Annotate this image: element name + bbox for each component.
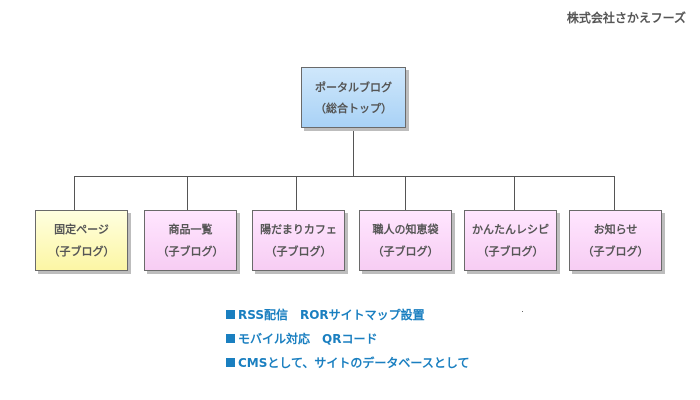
portal-blog-subtitle: （総合トップ） [315, 101, 392, 115]
feature-item: モバイル対応 QRコード [226, 330, 469, 354]
child-node-name: 固定ページ [54, 222, 109, 236]
connector-trunk [353, 128, 354, 176]
child-node-news: お知らせ （子ブログ） [569, 210, 662, 271]
child-node-name: 職人の知恵袋 [372, 222, 439, 236]
child-node-sub: （子ブログ） [477, 244, 544, 258]
child-node-name: 商品一覧 [168, 222, 213, 236]
portal-blog-node: ポータルブログ （総合トップ） [301, 67, 406, 128]
child-node-sub: （子ブログ） [48, 244, 115, 258]
feature-list: RSS配信 RORサイトマップ設置 モバイル対応 QRコード CMSとして、サイ… [226, 306, 469, 378]
square-bullet-icon [226, 310, 235, 319]
feature-item: RSS配信 RORサイトマップ設置 [226, 306, 469, 330]
square-bullet-icon [226, 358, 235, 367]
connector-drop-6 [614, 176, 615, 210]
child-node-sub: （子ブログ） [372, 244, 439, 258]
connector-drop-3 [296, 176, 297, 210]
connector-drop-2 [187, 176, 188, 210]
square-bullet-icon [226, 334, 235, 343]
child-node-name: お知らせ [593, 222, 638, 236]
child-node-recipes: かんたんレシピ （子ブログ） [464, 210, 557, 271]
child-node-sub: （子ブログ） [265, 244, 332, 258]
connector-horizontal [74, 176, 614, 177]
stray-dot [522, 311, 523, 312]
child-node-sub: （子ブログ） [582, 244, 649, 258]
feature-text: モバイル対応 QRコード [238, 332, 378, 346]
portal-blog-title: ポータルブログ [315, 80, 392, 94]
feature-item: CMSとして、サイトのデータベースとして [226, 354, 469, 378]
child-node-fixed-page: 固定ページ （子ブログ） [35, 210, 128, 271]
feature-text: RSS配信 RORサイトマップ設置 [238, 308, 425, 322]
child-node-sub: （子ブログ） [157, 244, 224, 258]
child-node-name: かんたんレシピ [472, 222, 549, 236]
child-node-products: 商品一覧 （子ブログ） [144, 210, 237, 271]
connector-drop-5 [514, 176, 515, 210]
child-node-tips: 職人の知恵袋 （子ブログ） [359, 210, 452, 271]
connector-drop-4 [405, 176, 406, 210]
company-name: 株式会社さかえフーズ [566, 11, 686, 25]
child-node-name: 陽だまりカフェ [260, 222, 337, 236]
connector-drop-1 [74, 176, 75, 210]
child-node-cafe: 陽だまりカフェ （子ブログ） [252, 210, 345, 271]
feature-text: CMSとして、サイトのデータベースとして [238, 356, 470, 370]
